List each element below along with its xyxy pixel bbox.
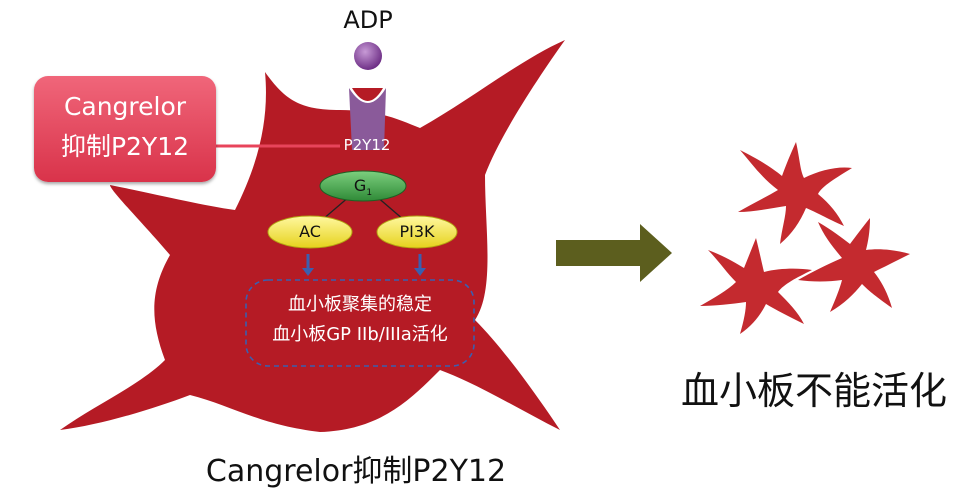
effect-gp-activation: 血小板GP IIb/IIIa活化 [272,324,448,345]
adp-molecule [354,42,382,70]
effects-text: 血小板聚集的稳定 血小板GP IIb/IIIa活化 [246,290,474,350]
small-platelet-2 [700,238,812,334]
cell-caption: Cangrelor抑制P2Y12 [205,454,507,489]
g1-subscript: 1 [366,188,373,199]
g1-letter: G [353,176,367,195]
effect-aggregation: 血小板聚集的稳定 [288,294,432,315]
ac-enzyme [267,215,353,249]
ac-label: AC [299,222,321,241]
result-arrow [556,224,672,282]
small-platelet-1 [738,142,852,244]
drug-name: Cangrelor [63,92,187,121]
receptor-label: P2Y12 [343,136,391,154]
cangrelor-label-box: Cangrelor 抑制P2Y12 [34,76,216,182]
ac-down-arrow [302,254,314,276]
adp-label: ADP [343,6,393,34]
p2y12-receptor [349,88,386,150]
pi3k-label: PI3K [399,222,435,241]
drug-action: 抑制P2Y12 [60,132,190,161]
g1-label: G1 [320,171,406,201]
result-caption: 血小板不能活化 [680,369,947,413]
g1-protein [319,170,407,202]
effects-box [245,279,475,367]
pi3k-down-arrow [414,254,426,276]
pi3k-enzyme [376,215,458,249]
small-platelet-3 [798,218,910,312]
